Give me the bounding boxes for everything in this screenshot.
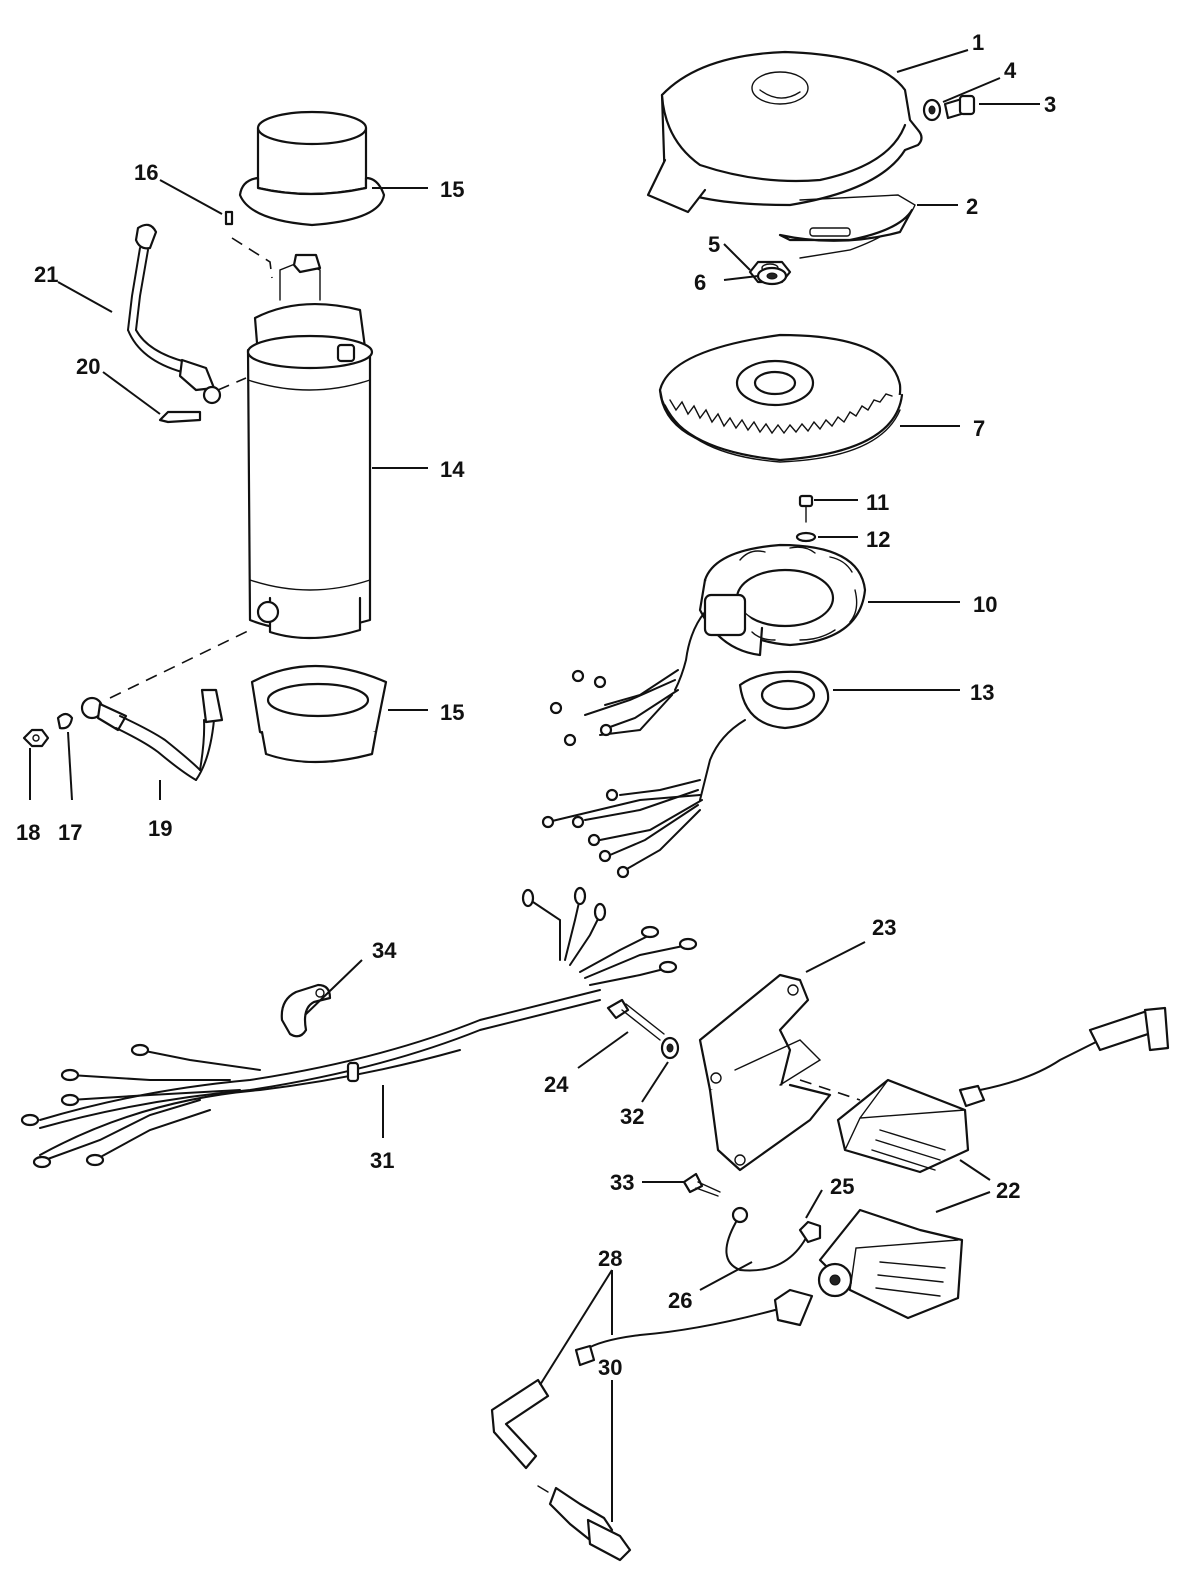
cable-clip: [224, 210, 234, 226]
bracket-bolt: [606, 998, 665, 1041]
callout-22: 22: [996, 1178, 1020, 1203]
callout-leaders: [29, 49, 1040, 1522]
callout-23: 23: [872, 915, 896, 940]
ground-lead: [725, 1206, 811, 1272]
ignition-coil-upper: [836, 1006, 1170, 1174]
flywheel-cover: [646, 50, 923, 259]
callout-19: 19: [148, 816, 172, 841]
callout-13: 13: [970, 680, 994, 705]
callout-labels: 1 2 3 4 5 6 7 11 12 10 13 16 15 21 20 14…: [16, 30, 1056, 1380]
flywheel-washer: [756, 266, 788, 286]
callout-5: 5: [708, 232, 720, 257]
bracket-washer: [660, 1036, 680, 1060]
stator-washer: [795, 531, 817, 543]
flywheel: [658, 333, 904, 463]
callout-31: 31: [370, 1148, 394, 1173]
starter-motor: [246, 253, 374, 640]
callout-12: 12: [866, 527, 890, 552]
callout-10: 10: [973, 592, 997, 617]
coil-screw: [682, 1172, 721, 1197]
spark-plug-boot: [490, 1378, 550, 1470]
battery-cable-upper: [127, 223, 222, 405]
callout-25: 25: [830, 1174, 854, 1199]
callout-11: 11: [866, 490, 889, 515]
callout-1: 1: [972, 30, 984, 55]
callout-6: 6: [694, 270, 706, 295]
stator-screw: [798, 494, 814, 523]
ignition-coil-lower: [574, 1208, 964, 1367]
starter-end-cap-bottom: [250, 664, 388, 764]
coil-dashed-leader: [799, 1079, 861, 1101]
callout-20: 20: [76, 354, 100, 379]
callout-4: 4: [1004, 58, 1017, 83]
cover-washer: [922, 98, 942, 122]
callout-7: 7: [973, 416, 985, 441]
callout-21: 21: [34, 262, 58, 287]
lower-dashed-leader: [109, 629, 251, 699]
callout-16: 16: [134, 160, 158, 185]
callout-15-top: 15: [440, 177, 464, 202]
callout-32: 32: [620, 1104, 644, 1129]
terminal-screw: [158, 410, 202, 424]
spark-plug: [537, 1485, 632, 1562]
cable-dashed-leader: [217, 377, 247, 391]
callout-17: 17: [58, 820, 82, 845]
harness-clamp: [280, 983, 332, 1038]
starter-end-cap-top: [238, 110, 386, 227]
callout-30: 30: [598, 1355, 622, 1380]
cover-screw: [943, 94, 976, 120]
callout-3: 3: [1044, 92, 1056, 117]
trigger-coil: [541, 670, 830, 879]
battery-cable-lower: [80, 688, 224, 781]
lockwasher: [56, 712, 74, 730]
clip-dashed-leader: [231, 237, 273, 279]
coil-bracket: [698, 973, 832, 1172]
terminal-nut: [22, 728, 50, 748]
callout-18: 18: [16, 820, 40, 845]
callout-34: 34: [372, 938, 397, 963]
callout-33: 33: [610, 1170, 634, 1195]
callout-26: 26: [668, 1288, 692, 1313]
ground-nut: [798, 1220, 822, 1244]
callout-2: 2: [966, 194, 978, 219]
callout-15-bottom: 15: [440, 700, 464, 725]
stator: [549, 543, 867, 747]
wire-harness: [20, 886, 698, 1169]
callout-14: 14: [440, 457, 465, 482]
callout-28: 28: [598, 1246, 622, 1271]
callout-24: 24: [544, 1072, 569, 1097]
